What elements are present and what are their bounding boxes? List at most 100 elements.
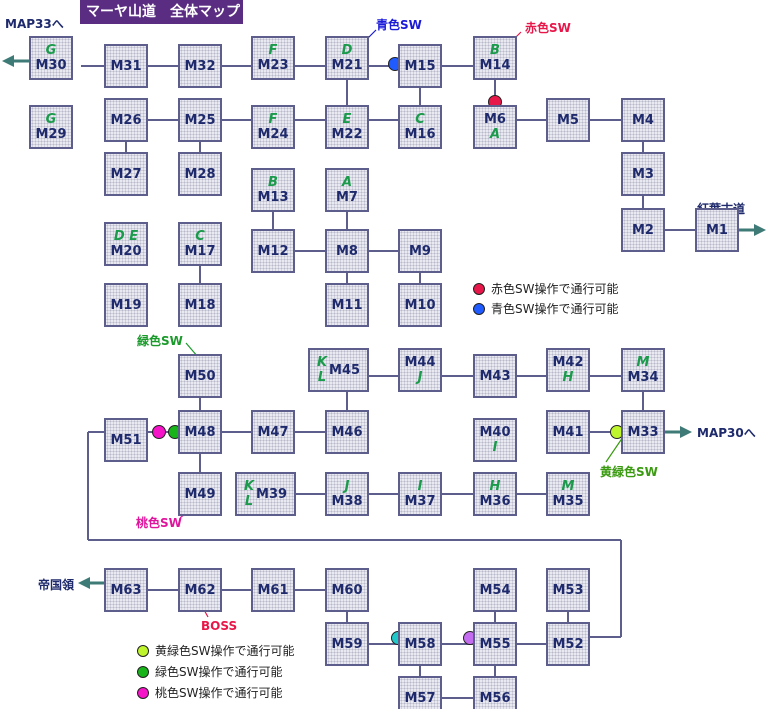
room-label: M5	[557, 112, 579, 128]
room-m58[interactable]: M58	[398, 622, 442, 666]
room-label: M11	[331, 297, 363, 313]
room-m26[interactable]: M26	[104, 98, 148, 142]
room-label: M55	[479, 636, 511, 652]
room-m62[interactable]: M62	[178, 568, 222, 612]
room-m18[interactable]: M18	[178, 283, 222, 327]
room-label: M57	[404, 690, 436, 706]
room-m60[interactable]: M60	[325, 568, 369, 612]
room-m12[interactable]: M12	[251, 229, 295, 273]
room-label: M58	[404, 636, 436, 652]
room-m31[interactable]: M31	[104, 44, 148, 88]
room-m46[interactable]: M46	[325, 410, 369, 454]
room-m55[interactable]: M55	[473, 622, 517, 666]
room-label: M16	[404, 127, 436, 142]
room-label: M52	[552, 636, 584, 652]
room-label: M40	[479, 425, 511, 440]
room-marker: J	[344, 479, 350, 494]
room-m51[interactable]: M51	[104, 418, 148, 462]
right-arrow-icon	[754, 224, 766, 236]
room-m25[interactable]: M25	[178, 98, 222, 142]
room-m32[interactable]: M32	[178, 44, 222, 88]
room-m48[interactable]: M48	[178, 410, 222, 454]
room-label: M56	[479, 690, 511, 706]
room-m9[interactable]: M9	[398, 229, 442, 273]
room-label: M63	[110, 582, 142, 598]
room-m15[interactable]: M15	[398, 44, 442, 88]
room-marker: J	[417, 370, 423, 385]
room-m11[interactable]: M11	[325, 283, 369, 327]
room-label: M62	[184, 582, 216, 598]
room-m56[interactable]: M56	[473, 676, 517, 709]
room-label: M6	[484, 112, 506, 127]
room-m57[interactable]: M57	[398, 676, 442, 709]
blue-switch-label: 青色SW	[376, 18, 422, 32]
room-m4[interactable]: M4	[621, 98, 665, 142]
room-m59[interactable]: M59	[325, 622, 369, 666]
room-m5[interactable]: M5	[546, 98, 590, 142]
room-m2[interactable]: M2	[621, 208, 665, 252]
room-m19[interactable]: M19	[104, 283, 148, 327]
room-m27[interactable]: M27	[104, 152, 148, 196]
room-label: M30	[35, 58, 67, 73]
room-m28[interactable]: M28	[178, 152, 222, 196]
room-label: M23	[257, 58, 289, 73]
room-m54[interactable]: M54	[473, 568, 517, 612]
room-m41[interactable]: M41	[546, 410, 590, 454]
exit-label-map33: MAP33へ	[5, 17, 64, 31]
room-m33[interactable]: M33	[621, 410, 665, 454]
room-label: M15	[404, 58, 436, 74]
room-label: M21	[331, 58, 363, 73]
room-m61[interactable]: M61	[251, 568, 295, 612]
room-m10[interactable]: M10	[398, 283, 442, 327]
room-label: M3	[632, 166, 654, 182]
legend-pink-text: 桃色SW操作で通行可能	[155, 686, 283, 700]
room-m1[interactable]: M1	[695, 208, 739, 252]
room-m3[interactable]: M3	[621, 152, 665, 196]
room-marker: H	[562, 370, 574, 385]
legend-yellowgreen-item: 黄緑色SW操作で通行可能	[137, 642, 294, 659]
room-marker: E	[342, 112, 352, 127]
room-m50[interactable]: M50	[178, 354, 222, 398]
room-m49[interactable]: M49	[178, 472, 222, 516]
legend-pink-item: 桃色SW操作で通行可能	[137, 684, 282, 701]
legend-green-text: 緑色SW操作で通行可能	[155, 665, 283, 679]
room-m8[interactable]: M8	[325, 229, 369, 273]
green-switch-label: 緑色SW	[137, 334, 183, 348]
room-marker: L	[244, 494, 254, 509]
room-label: M59	[331, 636, 363, 652]
room-m53[interactable]: M53	[546, 568, 590, 612]
room-label: M2	[632, 222, 654, 238]
boss-label: BOSS	[201, 619, 238, 633]
room-label: M54	[479, 582, 511, 598]
room-m43[interactable]: M43	[473, 354, 517, 398]
room-m47[interactable]: M47	[251, 410, 295, 454]
room-m63[interactable]: M63	[104, 568, 148, 612]
room-label: M35	[552, 494, 584, 509]
room-m52[interactable]: M52	[546, 622, 590, 666]
room-label: M19	[110, 297, 142, 313]
left-arrow-icon	[2, 55, 14, 67]
